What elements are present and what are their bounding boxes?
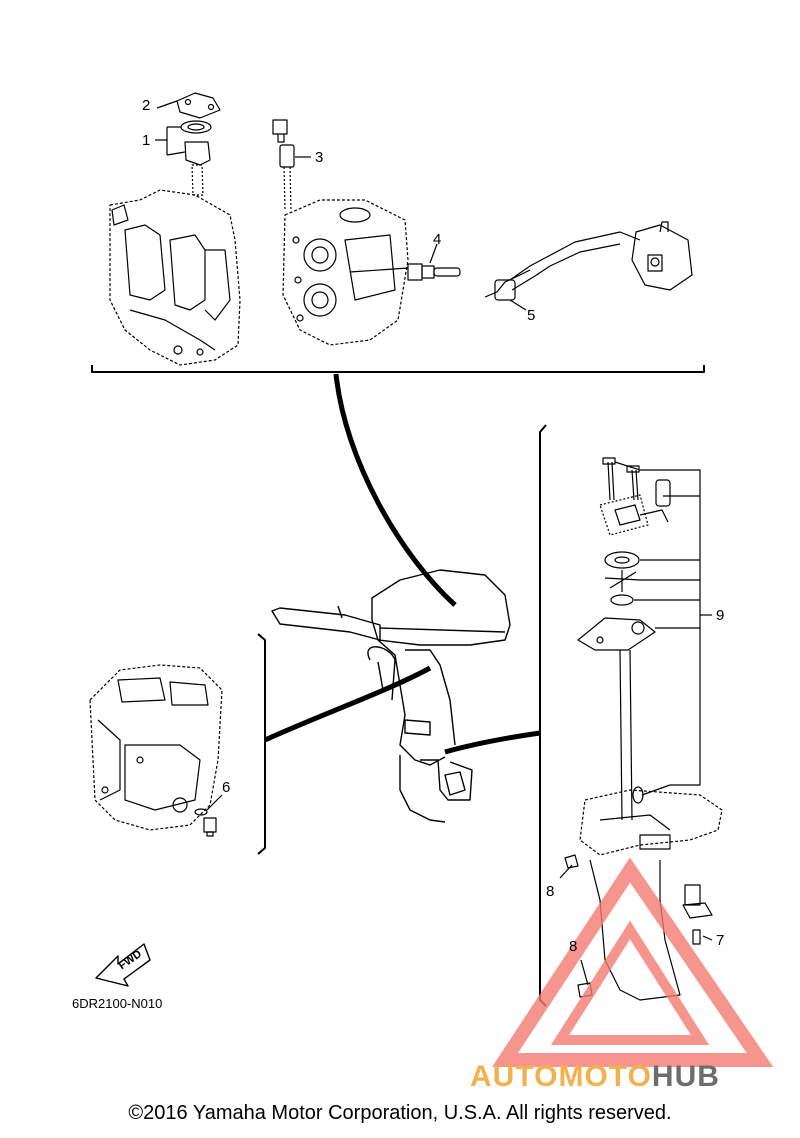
watermark-text: AUTOMOTOHUB [470,1060,720,1093]
callout-9: 9 [716,607,725,624]
bracket-illustration [89,664,223,831]
callout-1: 1 [142,132,151,149]
fuel-line-illustration [484,221,693,301]
cylinder-head-illustration [282,199,409,346]
cylinder-block-illustration [109,189,241,366]
thermostat-illustration [176,92,221,196]
connector-right [444,730,541,755]
callout-3: 3 [315,149,324,166]
left-group-bracket [257,633,266,855]
callout-8-lower: 8 [569,938,578,955]
callout-6: 6 [222,779,231,796]
copyright-notice: ©2016 Yamaha Motor Corporation, U.S.A. A… [128,1102,672,1124]
spark-plug-illustration [349,263,461,281]
callout-5: 5 [527,307,536,324]
right-group-bracket [539,424,547,1007]
drain-screw-illustration [194,808,217,837]
callout-8-upper: 8 [546,883,555,900]
callout-2: 2 [142,97,151,114]
water-pump-kit-illustration [577,457,671,821]
drawing-code: 6DR2100-N010 [72,996,163,1011]
watermark-logo-icon [492,857,774,1067]
anode-bolt-illustration [272,119,295,211]
callout-4: 4 [433,231,442,248]
connector-left [263,665,432,743]
top-group-bracket [91,365,705,373]
outboard-motor-illustration [271,569,511,823]
connector-top [333,373,457,607]
fwd-arrow-icon [95,943,151,987]
callout-7: 7 [716,932,725,949]
